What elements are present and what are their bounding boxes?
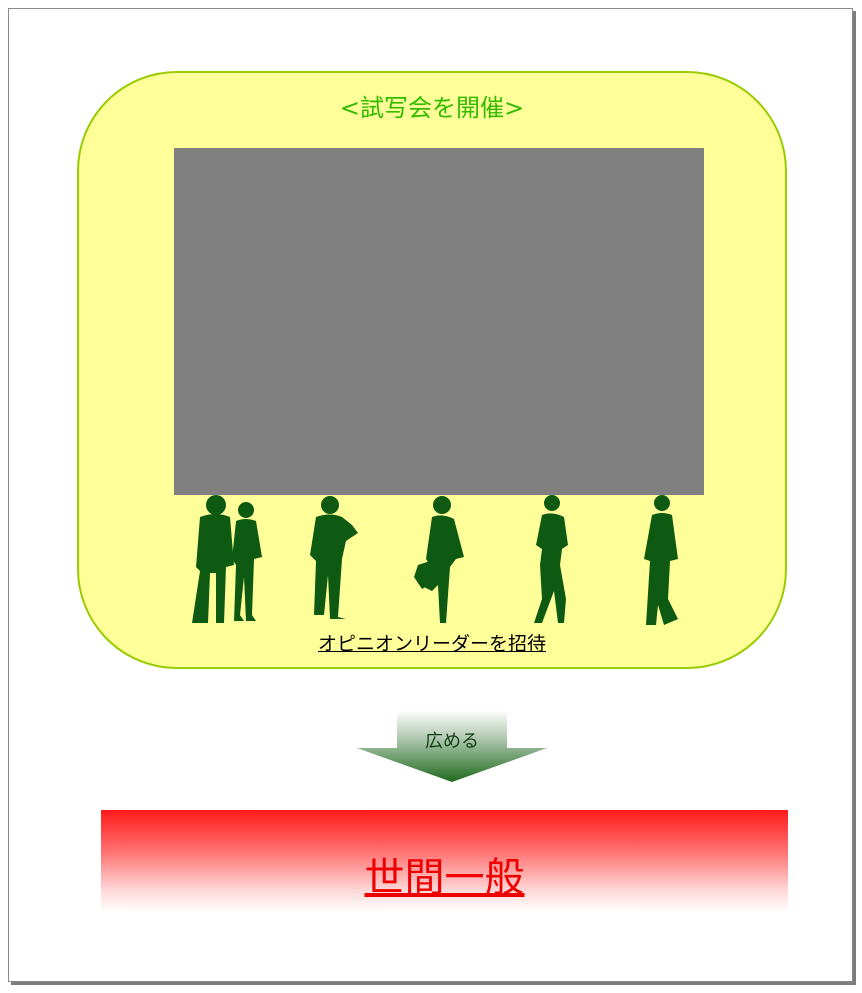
screen-placeholder xyxy=(174,148,704,495)
silhouette-man-1 xyxy=(192,495,234,623)
silhouette-woman-3 xyxy=(534,495,568,623)
public-label: 世間一般 xyxy=(364,855,525,901)
silhouette-man-3 xyxy=(644,495,678,625)
down-arrow-icon xyxy=(357,710,547,782)
arrow-label: 広める xyxy=(425,731,479,752)
silhouette-man-2 xyxy=(310,496,358,619)
panel-title: <試写会を開催> xyxy=(339,94,525,122)
public-banner xyxy=(101,810,788,912)
invite-caption: オピニオンリーダーを招待 xyxy=(317,633,546,655)
silhouette-woman-2 xyxy=(414,496,464,623)
silhouette-woman-1 xyxy=(232,502,262,621)
audience-silhouettes-icon xyxy=(170,495,710,630)
